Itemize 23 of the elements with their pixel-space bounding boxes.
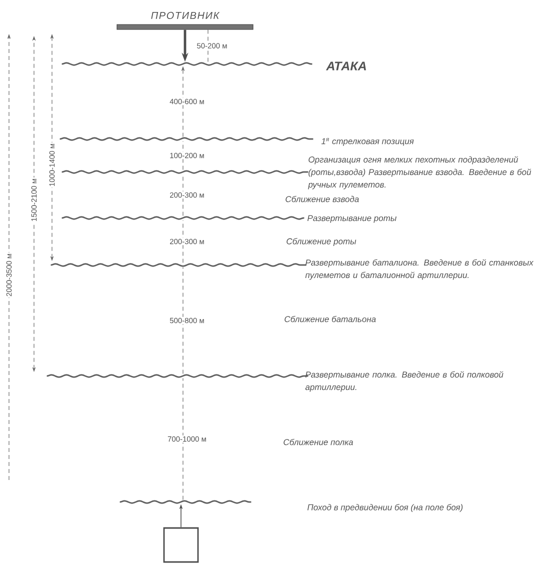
phase-label: Сближение взвода: [286, 196, 359, 202]
phase-label: Развертывание роты: [307, 215, 396, 223]
phase-label: 1$^{я}$ стрелковая позиция: [321, 138, 414, 146]
phase-line: [62, 62, 312, 66]
dimension-line: [182, 266, 184, 374]
phase-label: Сближение полка: [284, 438, 353, 446]
dimension-line: [182, 378, 184, 500]
phase-line: [62, 170, 308, 174]
dimension-line: [182, 140, 184, 170]
dimension-line: [182, 220, 184, 264]
unit-square: [163, 527, 199, 563]
phase-label: Развертывание баталиона. Введение в бой станковых пулеметов и баталионной артиллерии.: [305, 259, 534, 280]
phase-line: [60, 137, 314, 141]
phase-label: Сближение батальона: [284, 316, 376, 322]
heading: ПРОТИВНИК: [151, 12, 220, 19]
phase-label: Сближение роты: [286, 238, 356, 246]
phase-line: [50, 263, 306, 267]
phase-line: [62, 216, 304, 220]
phase-label: Поход в предвидении боя (на поле боя): [307, 504, 463, 512]
phase-label: Организация огня мелких пехотных подразделений (роты,взвода) Развертывание взвода. Введение в бой ручных пулеметов.: [308, 156, 532, 190]
phase-line: [120, 500, 252, 504]
phase-label: Развертывание полка. Введение в бой полковой артиллерии.: [305, 371, 504, 392]
phase-label: АТАКА: [326, 62, 366, 70]
